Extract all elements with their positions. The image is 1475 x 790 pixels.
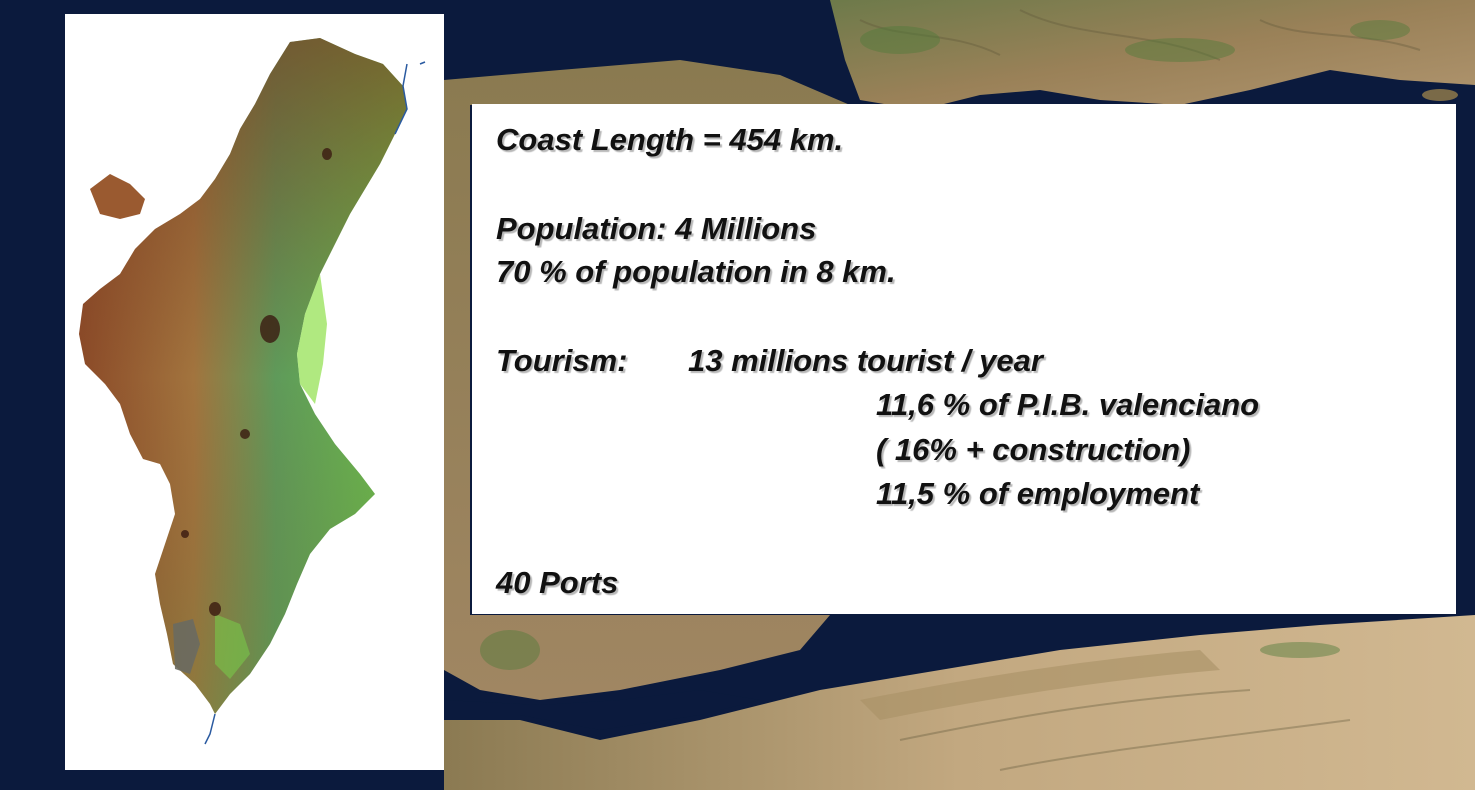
coast-length-text: Coast Length = 454 km.: [496, 122, 844, 157]
population-coast-text: 70 % of population in 8 km.: [496, 254, 896, 289]
region-map-graphic: [79, 38, 426, 745]
tourism-label: Tourism:: [496, 343, 628, 378]
ports-text: 40 Ports: [496, 565, 619, 600]
tourism-visitors-text: 13 millions tourist / year: [688, 343, 1043, 378]
facts-panel: Coast Length = 454 km. Population: 4 Mil…: [472, 104, 1456, 614]
tourism-construction-text: ( 16% + construction): [876, 432, 1191, 467]
population-text: Population: 4 Millions: [496, 211, 817, 246]
tourism-employment-text: 11,5 % of employment: [876, 476, 1200, 511]
tourism-pib-text: 11,6 % of P.I.B. valenciano: [876, 387, 1260, 422]
valencia-relief-map: [65, 14, 444, 770]
